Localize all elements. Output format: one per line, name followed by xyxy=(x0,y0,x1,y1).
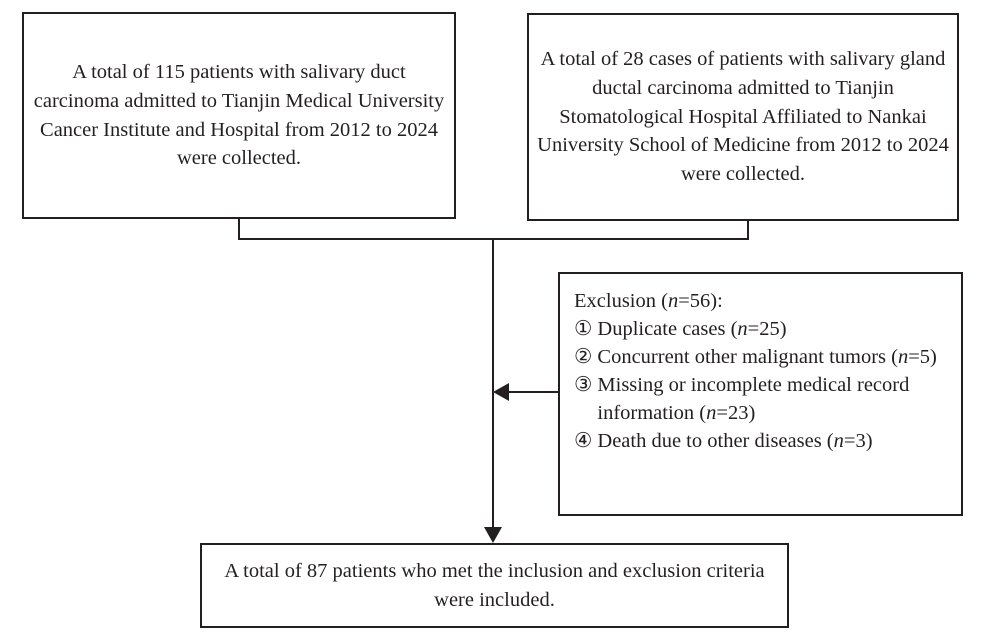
circled-number-2-icon: ② xyxy=(574,345,593,368)
exclusion-title: Exclusion (n=56): xyxy=(574,288,951,316)
exclusion-item-2-text-before: Concurrent other malignant tumors ( xyxy=(597,345,898,368)
exclusion-item-1-n: n xyxy=(737,317,748,340)
exclusion-item-4-text-after: =3) xyxy=(843,429,873,452)
exclusion-box: Exclusion (n=56): ① Duplicate cases (n=2… xyxy=(558,272,963,516)
source-box-cancer-institute-text: A total of 115 patients with salivary du… xyxy=(33,61,445,170)
exclusion-item-3-text: Missing or incomplete medical record inf… xyxy=(597,372,951,428)
exclusion-item-1-text: Duplicate cases (n=25) xyxy=(597,316,951,344)
exclusion-item-2-n: n xyxy=(897,345,909,368)
exclusion-item-2-text-after: =5) xyxy=(908,345,937,368)
exclusion-content: Exclusion (n=56): ① Duplicate cases (n=2… xyxy=(560,274,961,456)
exclusion-title-suffix: =56): xyxy=(678,290,723,312)
arrow-into-spine-from-exclusion xyxy=(493,383,509,401)
circled-number-4-icon: ④ xyxy=(574,429,593,452)
source-box-stomatological-hospital-text: A total of 28 cases of patients with sal… xyxy=(537,48,949,186)
exclusion-item-4-text-before: Death due to other diseases ( xyxy=(597,429,834,452)
exclusion-item-1-text-after: =25) xyxy=(747,317,787,340)
exclusion-item-1-text-before: Duplicate cases ( xyxy=(597,317,738,340)
exclusion-item-3-text-before: Missing or incomplete medical record inf… xyxy=(597,373,910,424)
exclusion-title-n: n xyxy=(667,290,679,312)
exclusion-item-3-text-after: =23) xyxy=(716,401,756,424)
exclusion-item-4: ④ Death due to other diseases (n=3) xyxy=(574,428,951,456)
exclusion-title-prefix: Exclusion ( xyxy=(574,290,668,312)
included-box-text: A total of 87 patients who met the inclu… xyxy=(224,559,765,611)
circled-number-1-icon: ① xyxy=(574,317,593,340)
connector-right-source-drop xyxy=(747,221,749,240)
exclusion-item-3: ③ Missing or incomplete medical record i… xyxy=(574,372,951,428)
source-box-cancer-institute: A total of 115 patients with salivary du… xyxy=(22,12,456,219)
arrow-into-included-box xyxy=(484,527,502,543)
exclusion-item-2-text: Concurrent other malignant tumors (n=5) xyxy=(597,344,951,372)
connector-exclusion-link xyxy=(508,391,560,393)
source-box-stomatological-hospital: A total of 28 cases of patients with sal… xyxy=(527,13,959,221)
exclusion-list: ① Duplicate cases (n=25) ② Concurrent ot… xyxy=(574,316,951,456)
exclusion-item-1: ① Duplicate cases (n=25) xyxy=(574,316,951,344)
exclusion-item-3-n: n xyxy=(706,401,717,424)
circled-number-3-icon: ③ xyxy=(574,373,593,396)
connector-left-source-drop xyxy=(238,219,240,240)
included-box: A total of 87 patients who met the inclu… xyxy=(200,543,789,628)
exclusion-item-4-text: Death due to other diseases (n=3) xyxy=(597,428,951,456)
exclusion-item-4-n: n xyxy=(833,429,844,452)
exclusion-item-2: ② Concurrent other malignant tumors (n=5… xyxy=(574,344,951,372)
